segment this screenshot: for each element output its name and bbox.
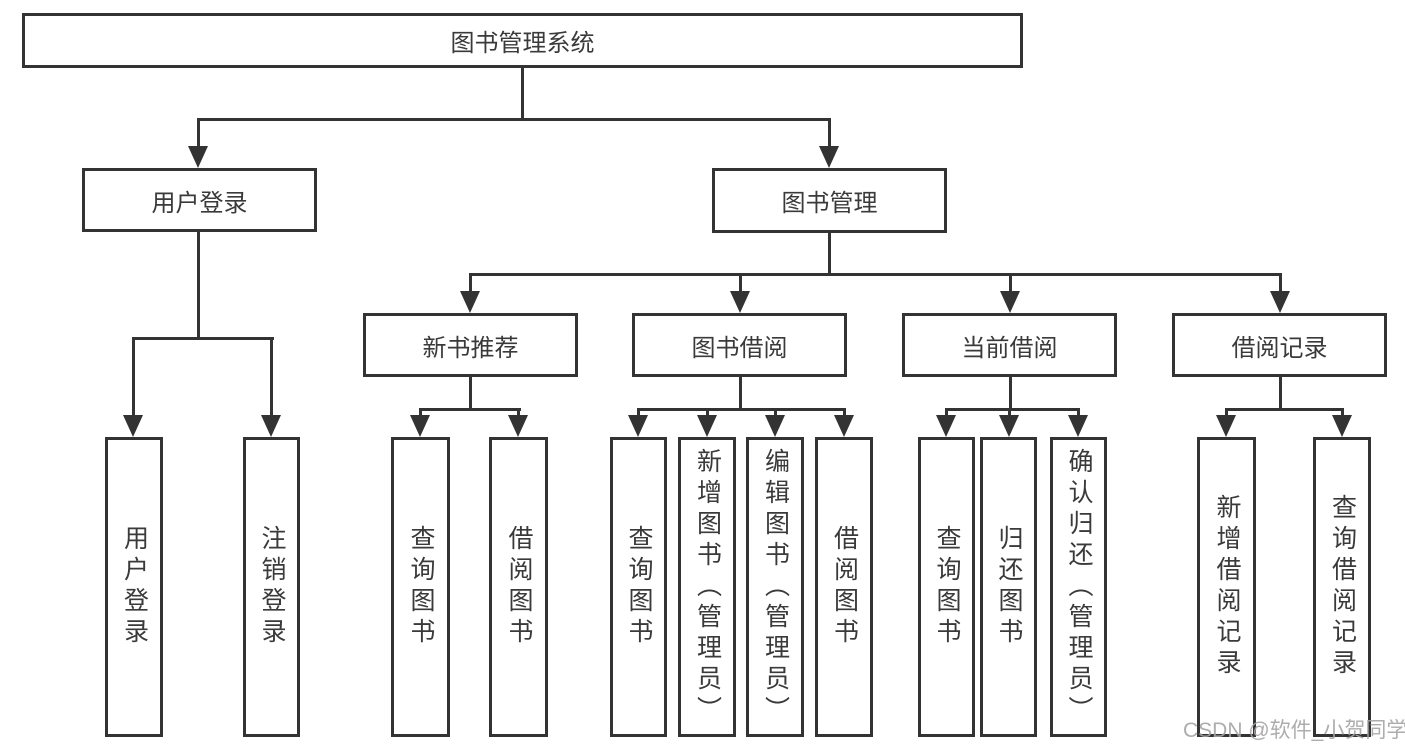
- connector-to-user-login: [197, 118, 200, 150]
- leaf-user-login: 用户登录: [105, 437, 163, 737]
- connector-book-borrow-stem: [739, 377, 742, 411]
- arrowhead-current-borrow: [1000, 291, 1020, 313]
- node-book-management: 图书管理: [712, 168, 947, 233]
- arrowhead-leaf-query-1: [410, 415, 430, 437]
- node-current-borrow: 当前借阅: [902, 313, 1117, 377]
- connector-book-borrow-branch: [637, 408, 846, 411]
- connector-root-branch: [197, 118, 831, 121]
- node-borrow-record: 借阅记录: [1172, 313, 1387, 377]
- connector-to-leaf-return: [1008, 408, 1011, 418]
- arrowhead-leaf-query-2: [628, 415, 648, 437]
- connector-to-book-management: [828, 118, 831, 150]
- connector-to-current-borrow: [1009, 273, 1012, 293]
- node-current-borrow-label: 当前借阅: [961, 334, 1058, 362]
- connector-to-leaf-query-2: [637, 408, 640, 418]
- connector-current-borrow-branch: [945, 408, 1080, 411]
- connector-to-leaf-borrow-2: [843, 408, 846, 418]
- leaf-edit-books-admin: 编辑图书（管理员）: [746, 437, 804, 737]
- arrowhead-leaf-logout: [261, 415, 281, 437]
- connector-to-leaf-user-login: [132, 337, 135, 417]
- arrowhead-leaf-borrow-1: [508, 415, 528, 437]
- leaf-query-borrow-record: 查询借阅记录: [1313, 437, 1371, 737]
- leaf-query-books-1: 查询图书: [391, 437, 450, 737]
- arrowhead-borrow-record: [1270, 291, 1290, 313]
- arrowhead-user-login: [188, 146, 208, 168]
- node-book-management-label: 图书管理: [781, 190, 878, 217]
- node-book-borrow-label: 图书借阅: [691, 334, 788, 362]
- connector-to-leaf-query-record: [1341, 408, 1344, 418]
- connector-current-borrow-stem: [1009, 377, 1012, 411]
- leaf-borrow-books-1: 借阅图书: [489, 437, 548, 737]
- node-borrow-record-label: 借阅记录: [1231, 334, 1328, 362]
- arrowhead-leaf-return: [999, 415, 1019, 437]
- node-root: 图书管理系统: [22, 13, 1023, 68]
- connector-to-leaf-confirm-return: [1077, 408, 1080, 418]
- arrowhead-leaf-add-record: [1216, 415, 1236, 437]
- connector-to-book-borrow: [739, 273, 742, 293]
- arrowhead-leaf-query-3: [936, 415, 956, 437]
- node-new-book-recommend: 新书推荐: [363, 313, 578, 377]
- leaf-return-books: 归还图书: [980, 437, 1037, 737]
- leaf-query-books-2: 查询图书: [610, 437, 667, 737]
- connector-borrow-record-stem: [1279, 377, 1282, 411]
- csdn-watermark: CSDN @软件_小贺同学: [1183, 719, 1405, 742]
- connector-borrow-record-branch: [1225, 408, 1344, 411]
- arrowhead-leaf-user-login: [123, 415, 143, 437]
- node-root-label: 图书管理系统: [450, 30, 595, 57]
- leaf-confirm-return-admin: 确认归还（管理员）: [1050, 437, 1107, 737]
- node-user-login: 用户登录: [82, 168, 317, 232]
- arrowhead-book-borrow: [730, 291, 750, 313]
- arrowhead-leaf-borrow-2: [834, 415, 854, 437]
- connector-book-management-branch: [469, 273, 1282, 276]
- connector-to-leaf-borrow-1: [517, 408, 520, 418]
- arrowhead-leaf-add-books: [697, 415, 717, 437]
- connector-to-borrow-record: [1279, 273, 1282, 293]
- connector-to-new-book-recommend: [469, 273, 472, 293]
- connector-to-leaf-add-record: [1225, 408, 1228, 418]
- connector-user-login-stem: [197, 232, 200, 339]
- arrowhead-new-book-recommend: [460, 291, 480, 313]
- connector-to-leaf-logout: [270, 337, 273, 417]
- connector-to-leaf-add-books: [706, 408, 709, 418]
- connector-new-book-recommend-stem: [469, 377, 472, 411]
- connector-book-management-stem: [828, 233, 831, 276]
- connector-new-book-recommend-branch: [419, 408, 521, 411]
- leaf-query-books-3: 查询图书: [918, 437, 975, 737]
- node-new-book-recommend-label: 新书推荐: [422, 334, 519, 362]
- connector-to-leaf-edit-books: [774, 408, 777, 418]
- arrowhead-book-management: [819, 146, 839, 168]
- node-user-login-label: 用户登录: [151, 189, 248, 217]
- arrowhead-leaf-confirm-return: [1068, 415, 1088, 437]
- leaf-logout: 注销登录: [243, 437, 300, 737]
- connector-root-stem: [521, 68, 524, 120]
- arrowhead-leaf-query-record: [1332, 415, 1352, 437]
- leaf-borrow-books-2: 借阅图书: [815, 437, 873, 737]
- arrowhead-leaf-edit-books: [765, 415, 785, 437]
- leaf-add-borrow-record: 新增借阅记录: [1197, 437, 1256, 737]
- leaf-add-books-admin: 新增图书（管理员）: [678, 437, 736, 737]
- connector-to-leaf-query-1: [419, 408, 422, 418]
- connector-to-leaf-query-3: [945, 408, 948, 418]
- connector-user-login-branch: [132, 337, 274, 340]
- node-book-borrow: 图书借阅: [632, 313, 847, 377]
